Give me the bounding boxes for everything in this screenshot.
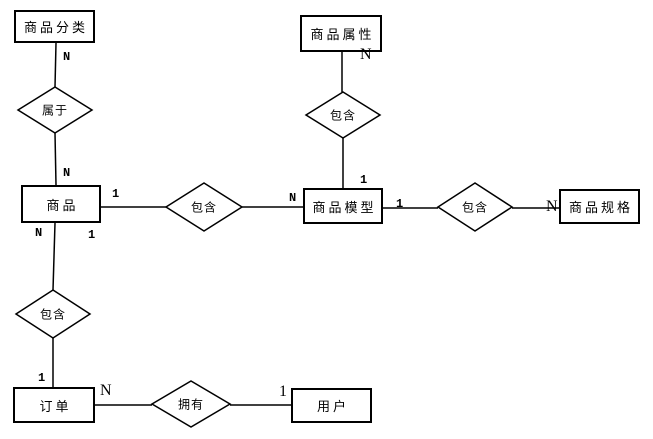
- cardinality-label: N: [360, 46, 372, 63]
- cardinality-label: 1: [279, 383, 287, 400]
- entity-order: 订单: [13, 387, 95, 423]
- connector-belongsto-product: [54, 132, 57, 186]
- relationship-diamond-belongs-to: [16, 86, 94, 134]
- entity-product: 商品: [21, 185, 101, 223]
- entity-product-attribute: 商品属性: [300, 15, 382, 52]
- cardinality-label: 1: [360, 173, 368, 187]
- cardinality-label: 1: [38, 371, 46, 385]
- entity-product-model: 商品模型: [303, 188, 383, 224]
- cardinality-label: N: [289, 191, 297, 205]
- relationship-diamond-owns: [150, 380, 232, 428]
- cardinality-label: N: [100, 382, 112, 399]
- relationship-label-contains-spec: 包含: [461, 200, 489, 215]
- relationship-diamond-contains-attr: [304, 91, 382, 139]
- relationship-diamond-contains-product: [14, 289, 92, 339]
- cardinality-label: 1: [88, 228, 96, 242]
- relationship-label-contains-attr: 包含: [329, 108, 357, 123]
- cardinality-label: N: [63, 50, 71, 64]
- entity-user: 用户: [291, 388, 372, 423]
- cardinality-label: 1: [396, 197, 404, 211]
- cardinality-label: N: [546, 198, 558, 215]
- relationship-label-belongs-to: 属于: [41, 103, 69, 118]
- relationship-label-contains-model: 包含: [190, 200, 218, 215]
- cardinality-label: N: [35, 226, 43, 240]
- cardinality-label: 1: [112, 187, 120, 201]
- entity-product-category: 商品分类: [14, 10, 95, 43]
- relationship-label-owns: 拥有: [177, 397, 205, 412]
- connector-product-containsb: [52, 222, 56, 291]
- entity-product-spec: 商品规格: [559, 189, 640, 224]
- relationship-label-contains-product: 包含: [39, 307, 67, 322]
- relationship-diamond-contains-spec: [436, 182, 514, 232]
- connector-category-belongsto: [54, 42, 57, 88]
- relationship-diamond-contains-model: [164, 182, 244, 232]
- cardinality-label: N: [63, 166, 71, 180]
